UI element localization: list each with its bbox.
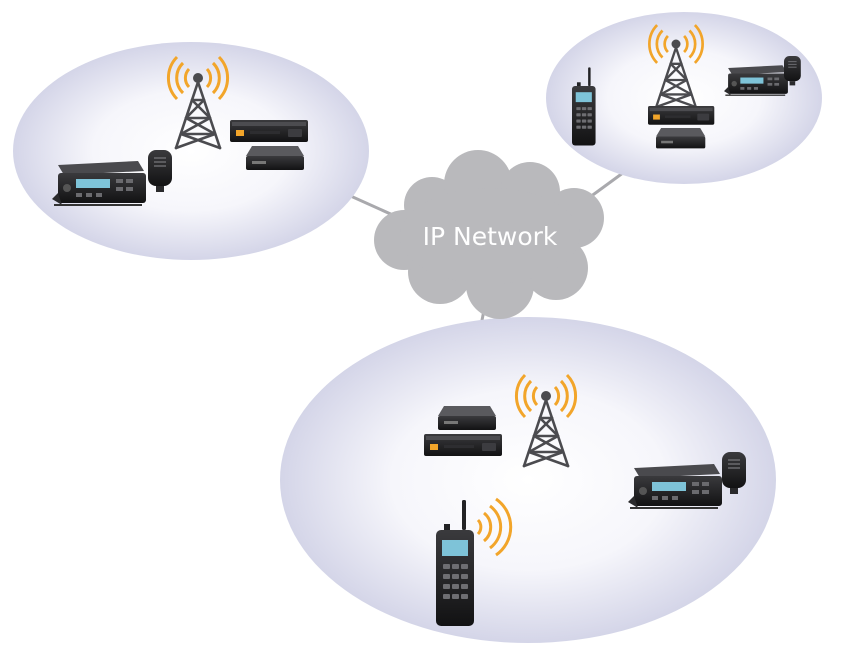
router-icon: [246, 146, 304, 170]
router-icon: [438, 406, 496, 430]
mobile-radio-icon: [723, 64, 789, 96]
router-icon: [656, 128, 706, 149]
base-repeater-icon: [424, 434, 502, 456]
ip-network-label: IP Network: [423, 222, 558, 251]
site-left-zone: [13, 42, 369, 260]
portable-signal-waves: [476, 497, 513, 557]
mobile-radio-icon: [51, 160, 147, 206]
site-bottom: [424, 375, 747, 626]
base-repeater-icon: [648, 106, 715, 125]
ip-network-cloud: IP Network: [374, 150, 604, 319]
base-repeater-icon: [230, 120, 308, 142]
site-bottom-zone: [280, 317, 776, 643]
mobile-radio-icon: [627, 463, 723, 509]
